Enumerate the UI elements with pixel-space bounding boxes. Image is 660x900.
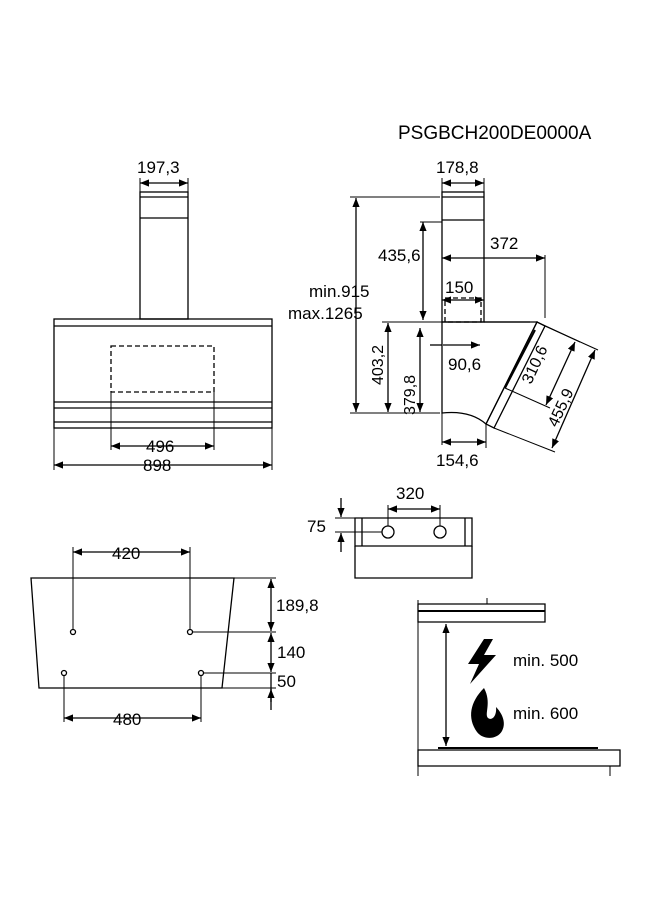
dim-panel-b: 455,9	[545, 386, 577, 430]
side-outlet	[444, 297, 482, 323]
dim-bottom-spacing: 480	[113, 710, 141, 729]
dim-height-b: 379,8	[402, 375, 419, 415]
dim-chimney-height: 435,6	[378, 246, 421, 265]
product-code: PSGBCH200DE0000A	[398, 123, 592, 144]
side-view: 178,8 435,6 372 150 min.915 max.1265 403…	[288, 158, 599, 470]
bracket-hole-left	[381, 525, 395, 539]
dim-total-width: 898	[143, 456, 171, 475]
flame-icon	[471, 688, 504, 738]
dim-bottom-depth: 154,6	[436, 451, 479, 470]
front-chimney	[139, 191, 189, 320]
clearance-hood	[417, 603, 546, 623]
dim-chimney-width: 197,3	[137, 158, 180, 177]
wall-mount-view: 420 480 189,8 140 50	[30, 544, 319, 729]
dim-offset: 90,6	[448, 355, 481, 374]
side-chimney	[441, 191, 485, 323]
dim-height-a: 403,2	[370, 345, 387, 385]
front-view: 197,3 496 898	[53, 158, 273, 475]
bracket-view: 320 75	[307, 484, 473, 579]
bracket-hole-right	[433, 525, 447, 539]
clearance-cooktop	[417, 749, 621, 767]
lightning-icon	[468, 639, 496, 684]
dim-upper-height: 189,8	[276, 596, 319, 615]
dim-bottom-height: 50	[277, 672, 296, 691]
dim-middle-height: 140	[277, 643, 305, 662]
label-electric-min: min. 500	[513, 651, 578, 670]
dim-hole-height: 75	[307, 517, 326, 536]
dim-inner-width: 496	[146, 437, 174, 456]
dim-top-spacing: 420	[112, 544, 140, 563]
clearance-view: min. 500 min. 600	[417, 598, 621, 776]
dim-hole-spacing: 320	[396, 484, 424, 503]
dim-depth: 372	[490, 234, 518, 253]
front-hood-body	[53, 318, 273, 429]
dim-chimney-depth: 178,8	[436, 158, 479, 177]
label-gas-min: min. 600	[513, 704, 578, 723]
dim-outlet: 150	[445, 278, 473, 297]
dim-height-max: max.1265	[288, 304, 363, 323]
dim-height-min: min.915	[309, 282, 369, 301]
front-dashed-panel	[110, 345, 215, 393]
